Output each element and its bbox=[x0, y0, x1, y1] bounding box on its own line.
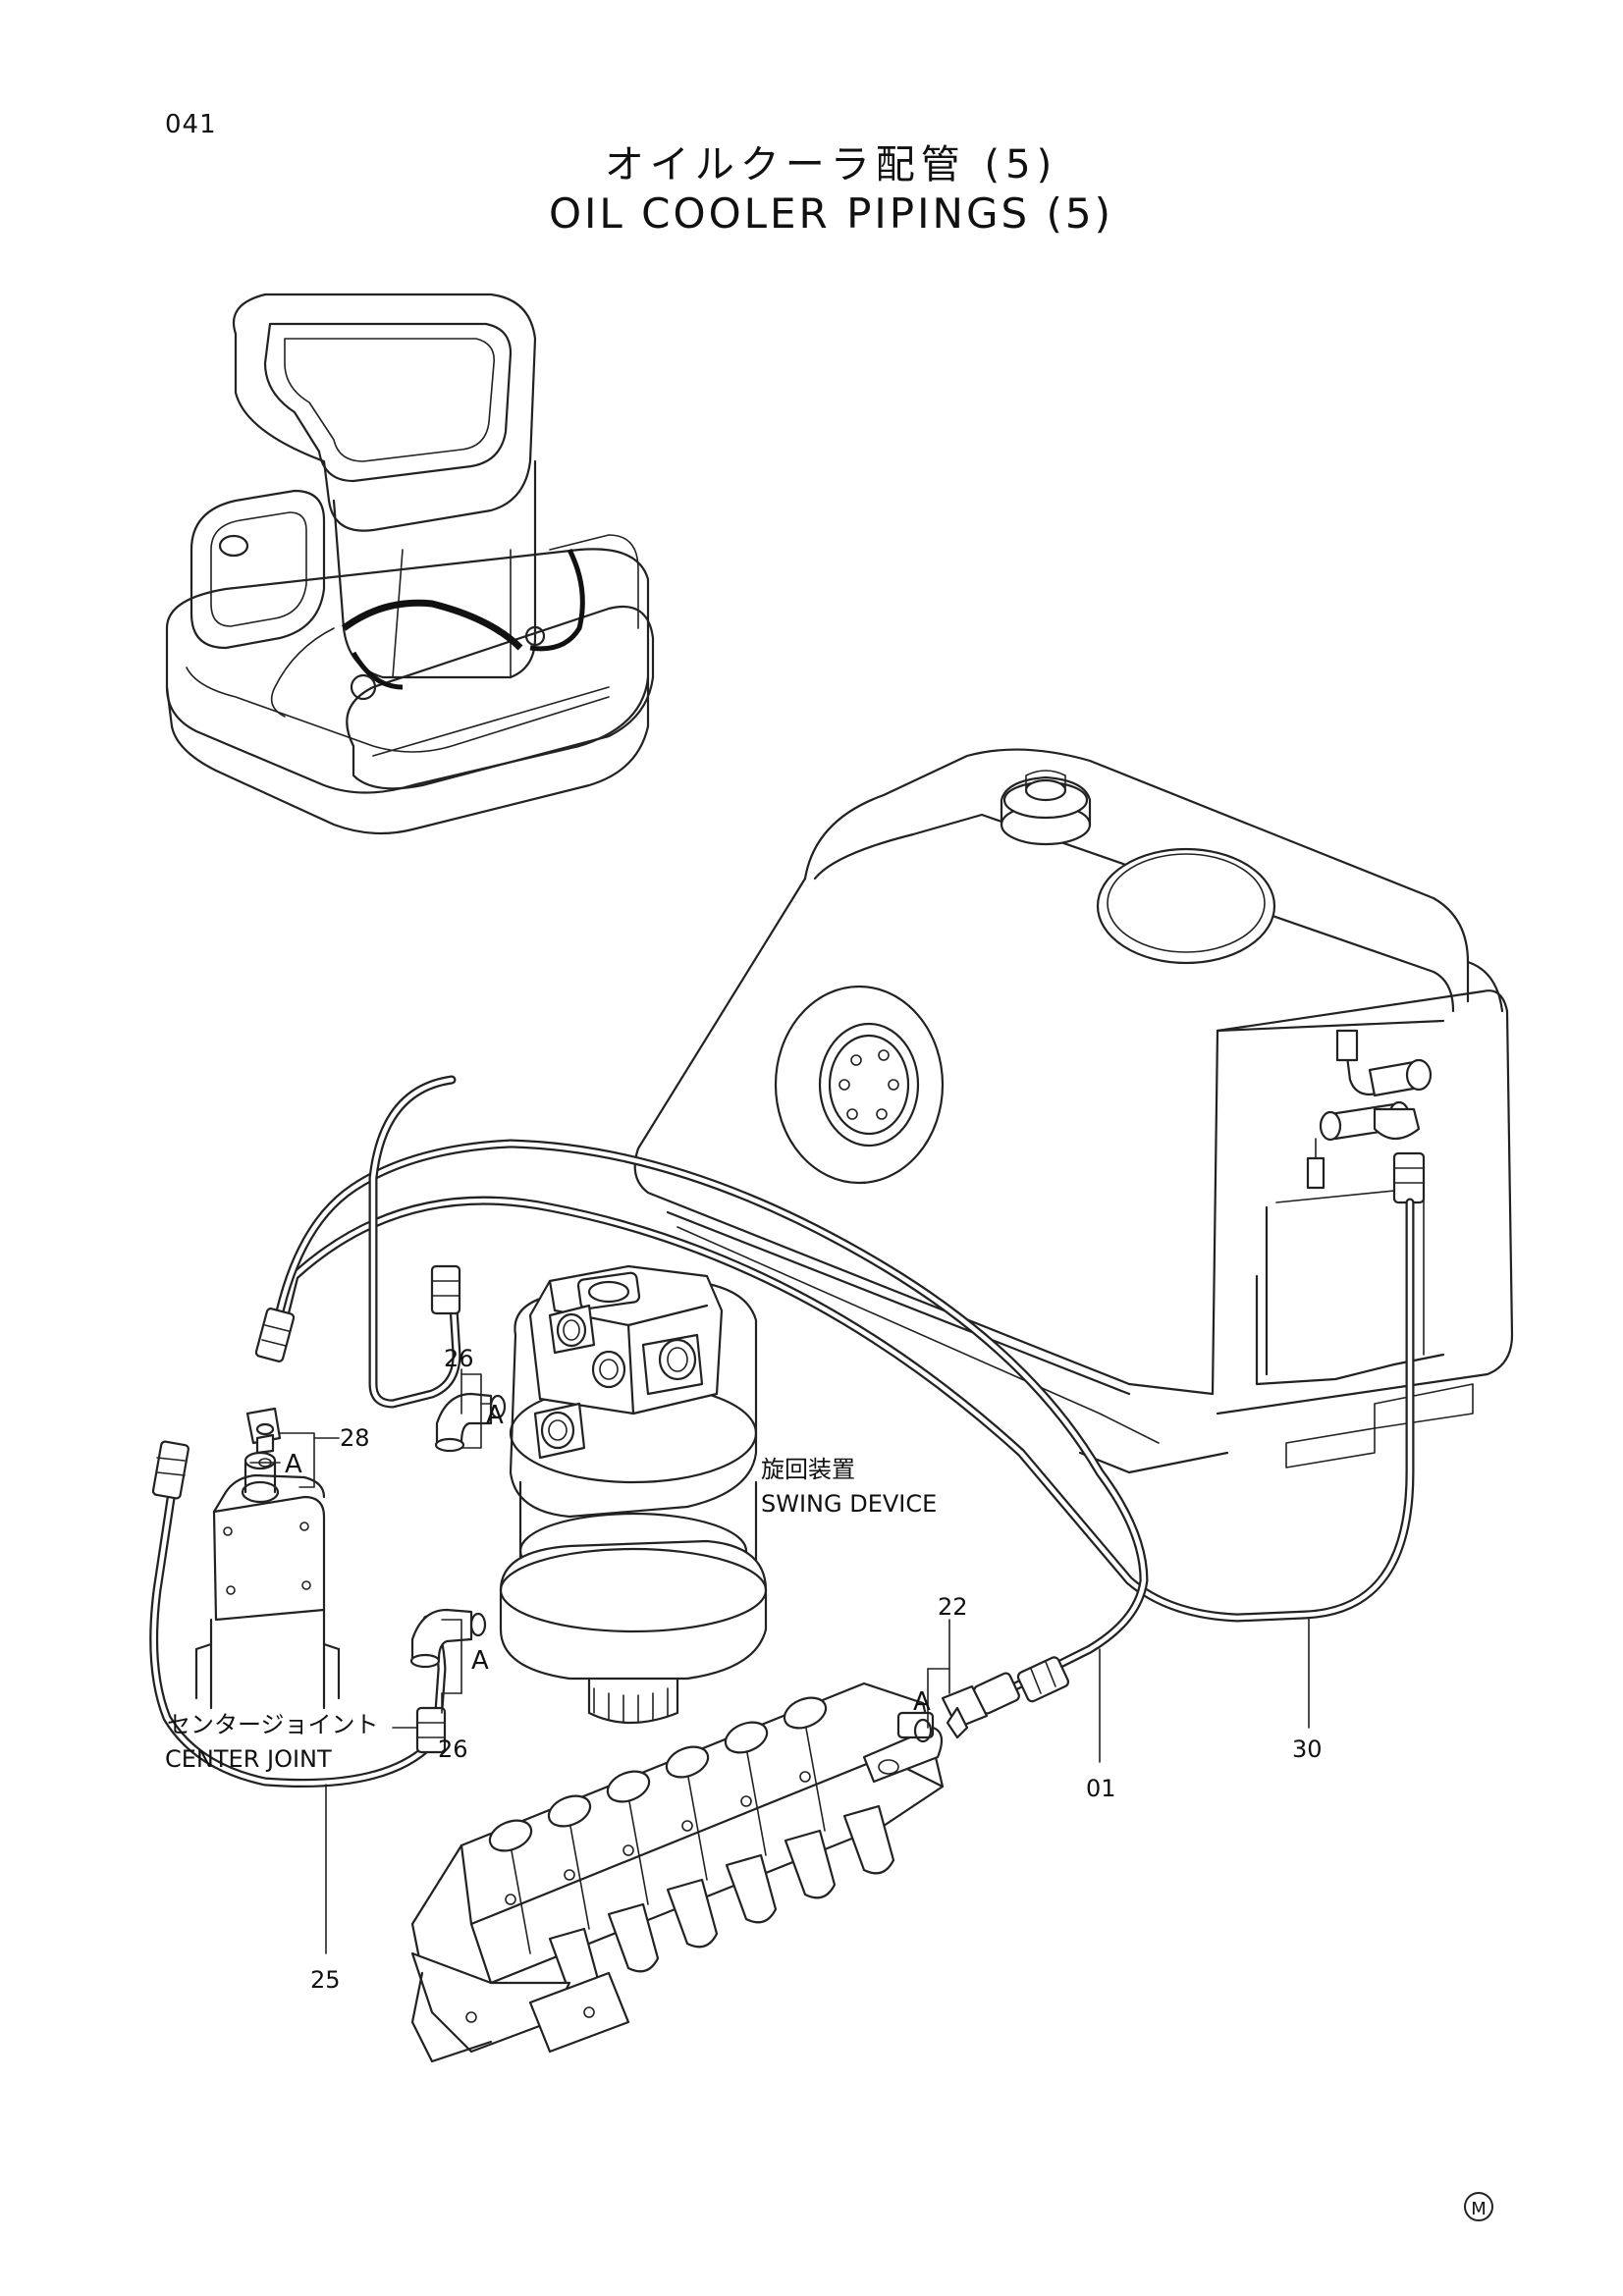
title-english: OIL COOLER PIPINGS (5) bbox=[548, 189, 1113, 238]
swing-device-label-en: SWING DEVICE bbox=[761, 1490, 937, 1518]
section-mark-a-swing-bottom: A bbox=[471, 1646, 489, 1676]
part-callouts: 01 22 25 26 26 28 30 bbox=[310, 1345, 1323, 1994]
page-number: 041 bbox=[165, 110, 217, 139]
hydraulic-tank-illustration bbox=[633, 748, 1514, 1474]
callout-28: 28 bbox=[340, 1424, 370, 1452]
manufacturer-mark: M bbox=[1464, 2192, 1493, 2221]
excavator-overview-illustration bbox=[165, 293, 655, 835]
section-mark-a-swing-top: A bbox=[486, 1401, 504, 1430]
callout-25: 25 bbox=[310, 1966, 341, 1994]
callout-22: 22 bbox=[938, 1593, 968, 1621]
callout-01: 01 bbox=[1086, 1775, 1116, 1802]
swing-device-label-ja: 旋回装置 bbox=[761, 1456, 855, 1483]
callout-26-bottom: 26 bbox=[438, 1735, 468, 1763]
control-valve-illustration bbox=[410, 1682, 989, 2063]
component-labels: 旋回装置 SWING DEVICE センタージョイント CENTER JOINT bbox=[165, 1456, 937, 1773]
center-joint-label-ja: センタージョイント bbox=[167, 1711, 379, 1738]
manufacturer-mark-letter: M bbox=[1471, 2199, 1487, 2219]
oil-cooler-hoses bbox=[149, 1075, 1415, 1789]
center-joint-illustration bbox=[194, 1407, 341, 1710]
title-japanese: オイルクーラ配管 (5) bbox=[604, 142, 1058, 187]
callout-30: 30 bbox=[1292, 1735, 1323, 1763]
section-mark-a-center-joint: A bbox=[285, 1450, 302, 1479]
callout-26-top: 26 bbox=[444, 1345, 474, 1372]
section-marks: A A A A bbox=[285, 1401, 931, 1717]
center-joint-label-en: CENTER JOINT bbox=[165, 1745, 332, 1773]
leader-lines bbox=[249, 1368, 1310, 1954]
section-mark-a-valve: A bbox=[913, 1687, 931, 1717]
swing-device-illustration bbox=[409, 1264, 768, 1725]
